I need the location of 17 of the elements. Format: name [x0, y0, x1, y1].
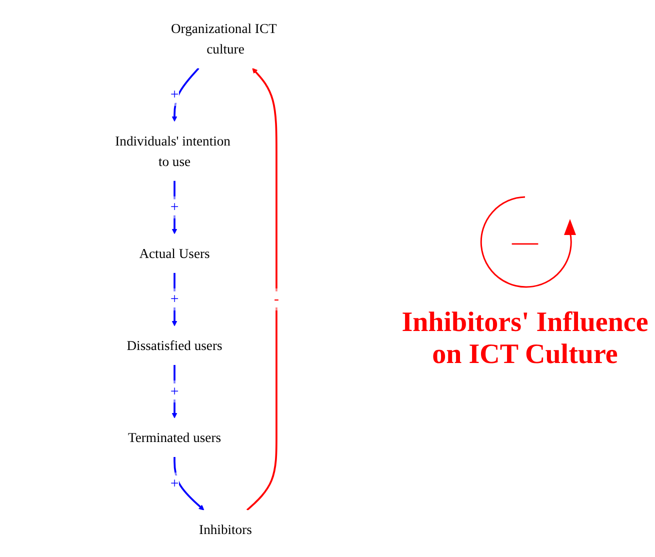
node-text: Actual Users	[139, 245, 210, 261]
loop-name: Inhibitors' Influence on ICT Culture	[400, 306, 650, 370]
edge-label: +	[170, 86, 179, 102]
node-text: Organizational ICT culture	[170, 20, 277, 56]
edge-label: -	[274, 290, 279, 307]
arrow	[172, 67, 200, 122]
arrow	[174, 456, 204, 510]
loop-polarity: —	[512, 226, 538, 256]
node-text: Terminated users	[128, 429, 222, 445]
node-text: Dissatisfied users	[126, 337, 222, 353]
edge-label: +	[170, 382, 179, 400]
edge-label: +	[170, 475, 179, 492]
node-text: Individuals' intention to use	[115, 132, 230, 168]
node-text: Inhibitors	[199, 521, 252, 537]
arrow	[246, 68, 278, 510]
edge-label: +	[170, 290, 179, 307]
edge-label: +	[170, 198, 179, 215]
